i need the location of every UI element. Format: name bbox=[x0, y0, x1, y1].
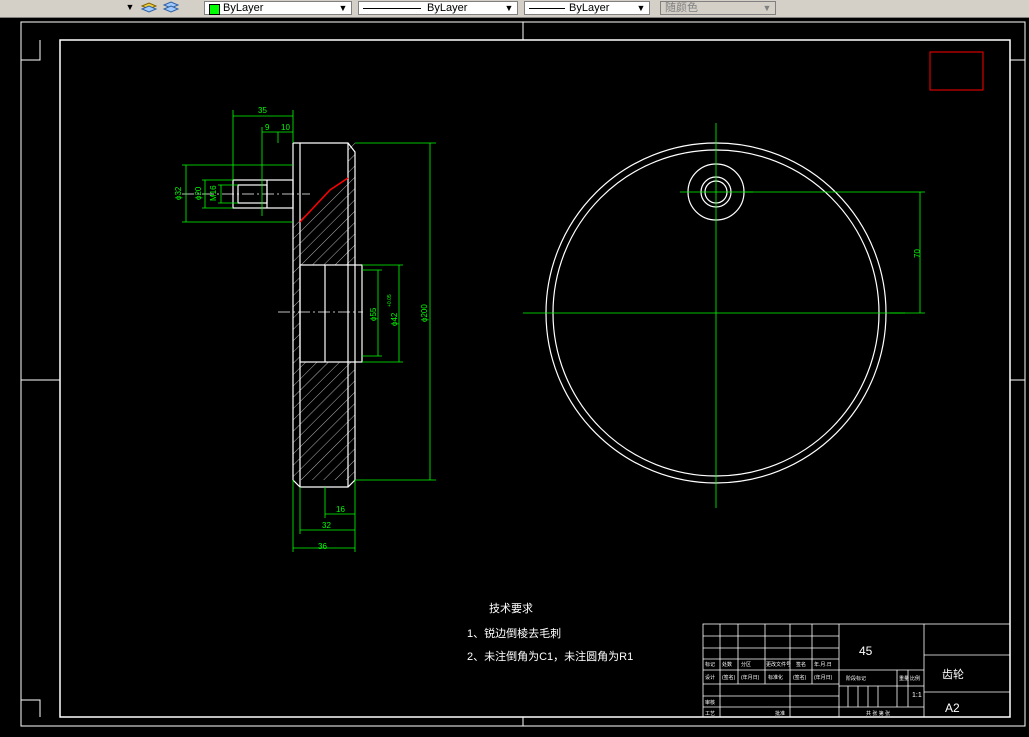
dim-m16: M16 bbox=[209, 185, 218, 201]
lineweight-preview bbox=[529, 8, 565, 9]
tb-h4: 签名 bbox=[796, 661, 806, 668]
dim-d42-tol: +0.05 bbox=[387, 294, 393, 307]
color-control-combo[interactable]: ByLayer ▼ bbox=[204, 1, 352, 15]
tb-h3: 更改文件号 bbox=[766, 661, 791, 668]
tb-d1: (签名) bbox=[722, 674, 736, 681]
tb-h5: 年.月.日 bbox=[814, 661, 832, 668]
dim-70: 70 bbox=[913, 249, 922, 258]
tb-part-name: 齿轮 bbox=[942, 667, 964, 681]
tb-weight: 重量 bbox=[899, 675, 909, 682]
technical-notes: 技术要求 1、锐边倒棱去毛刺 2、未注倒角为C1，未注圆角为R1 bbox=[467, 602, 633, 663]
tb-h1: 处数 bbox=[722, 661, 732, 668]
notes-title: 技术要求 bbox=[489, 602, 533, 615]
dim-35: 35 bbox=[258, 106, 267, 115]
tb-process: 工艺 bbox=[705, 711, 715, 717]
dim-10: 10 bbox=[281, 123, 290, 132]
notes-line1: 1、锐边倒棱去毛刺 bbox=[467, 626, 561, 640]
dim-d20: ϕ20 bbox=[194, 186, 203, 200]
tb-scale-label: 比例 bbox=[910, 675, 920, 682]
chevron-down-icon: ▼ bbox=[636, 3, 646, 13]
dim-36: 36 bbox=[318, 542, 327, 551]
chevron-down-icon: ▼ bbox=[338, 3, 348, 13]
tb-h0: 标记 bbox=[705, 661, 715, 668]
dim-32: 32 bbox=[322, 521, 331, 530]
tb-d2: (年月日) bbox=[741, 674, 760, 681]
tb-d0: 设计 bbox=[705, 674, 715, 681]
color-combo-value: ByLayer bbox=[223, 2, 264, 14]
drawing-canvas[interactable]: 35 9 10 ϕ32 ϕ20 M16 ϕ200 ϕ42 +0.05 ϕ55 1… bbox=[0, 18, 1029, 737]
dim-d200: ϕ200 bbox=[420, 304, 429, 322]
title-block bbox=[702, 623, 1011, 718]
dim-d32: ϕ32 bbox=[174, 186, 183, 200]
tb-h2: 分区 bbox=[741, 661, 751, 668]
chevron-down-icon: ▼ bbox=[504, 3, 514, 13]
tb-review: 审核 bbox=[705, 699, 715, 706]
tb-sheet-count: 共 张 第 张 bbox=[866, 710, 890, 717]
layer-previous-icon[interactable] bbox=[162, 0, 180, 15]
dim-16: 16 bbox=[336, 505, 345, 514]
sheet-frame bbox=[20, 21, 1026, 727]
plotstyle-combo-value: 随颜色 bbox=[665, 2, 698, 14]
tb-d4: (签名) bbox=[793, 674, 807, 681]
side-view-dimensions bbox=[182, 110, 436, 552]
side-view bbox=[182, 142, 363, 488]
linetype-preview bbox=[363, 8, 421, 9]
linetype-combo-value: ByLayer bbox=[427, 2, 468, 14]
tb-stage: 阶段标记 bbox=[846, 675, 866, 682]
tb-d5: (年月日) bbox=[814, 674, 833, 681]
previous-combo-arrow[interactable]: ▼ bbox=[0, 1, 136, 15]
notes-line2: 2、未注倒角为C1，未注圆角为R1 bbox=[467, 649, 633, 663]
dim-d55: ϕ55 bbox=[369, 307, 378, 321]
lineweight-combo-value: ByLayer bbox=[569, 2, 610, 14]
color-swatch bbox=[209, 4, 220, 15]
dim-9: 9 bbox=[265, 123, 270, 132]
red-stamp-box bbox=[929, 51, 984, 91]
dim-d42: ϕ42 bbox=[390, 312, 399, 326]
linetype-control-combo[interactable]: ByLayer ▼ bbox=[358, 1, 518, 15]
chevron-down-icon: ▼ bbox=[762, 3, 772, 13]
tb-scale: 1:1 bbox=[912, 692, 922, 699]
plotstyle-control-combo: 随颜色 ▼ bbox=[660, 1, 776, 15]
lineweight-control-combo[interactable]: ByLayer ▼ bbox=[524, 1, 650, 15]
tb-sheet-size: A2 bbox=[945, 701, 960, 715]
tb-d3: 标准化 bbox=[768, 674, 783, 681]
tb-material: 45 bbox=[859, 644, 873, 658]
layer-states-icon[interactable] bbox=[140, 0, 158, 15]
properties-toolbar: ▼ ByLayer ▼ ByLayer ▼ ByLayer ▼ 随颜色 ▼ bbox=[0, 0, 1029, 18]
chevron-down-icon: ▼ bbox=[125, 2, 135, 12]
tb-approve: 批准 bbox=[775, 710, 785, 717]
front-view-centerlines bbox=[523, 123, 925, 508]
